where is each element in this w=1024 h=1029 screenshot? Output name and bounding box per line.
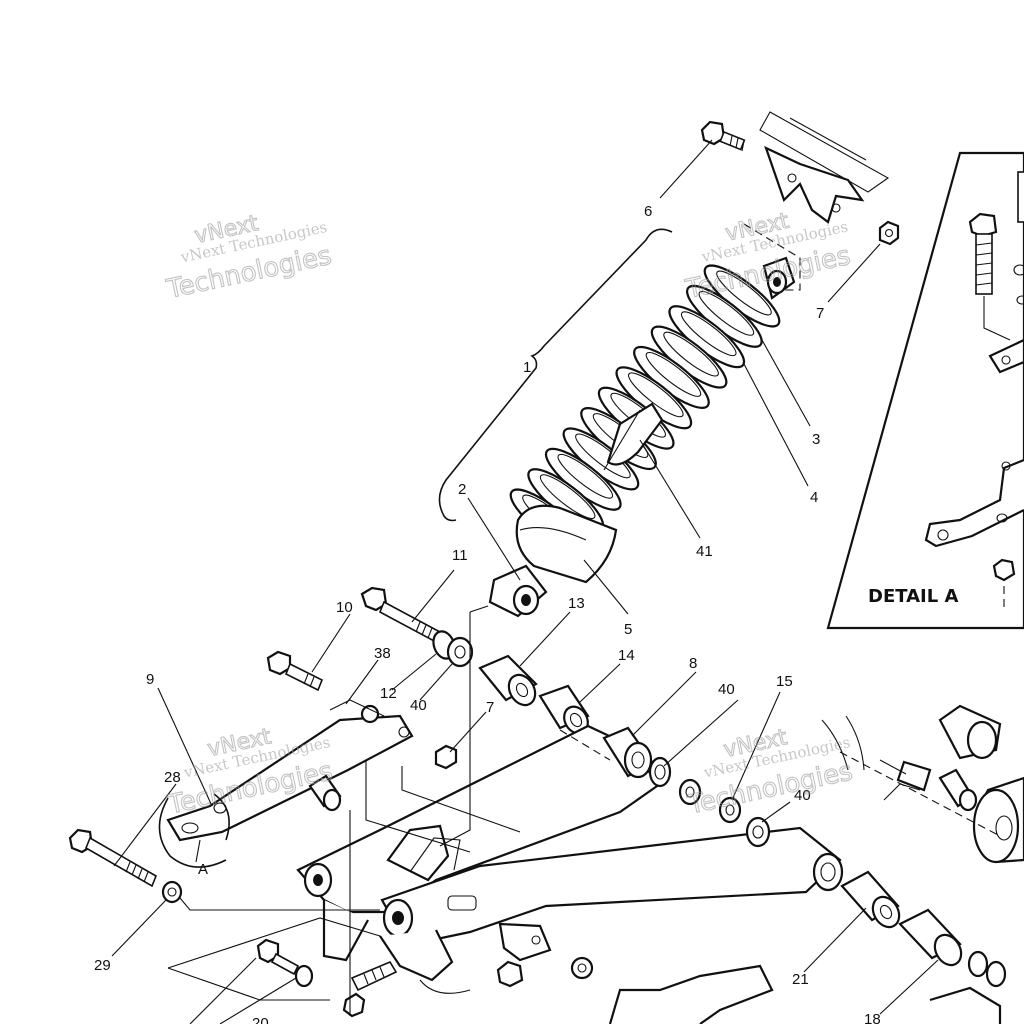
washer-29: [161, 880, 183, 904]
bushing-40-right: [745, 816, 771, 848]
spring-coil-inner: [557, 453, 614, 499]
callout-10: 10: [336, 599, 353, 616]
watermark-bottom-right: vNext vNext Technologies Technologies: [684, 725, 856, 822]
washer-bottom: [570, 956, 594, 980]
link-arm-left: [166, 699, 414, 842]
nut-bottom: [496, 960, 524, 988]
watermark-top-left: vNext vNext Technologies Technologies: [163, 211, 335, 306]
detail-a-panel: DETAIL A: [826, 151, 1024, 630]
callout-20: 20: [252, 1015, 269, 1024]
callout-7-upper: 7: [816, 305, 824, 322]
callout-6: 6: [644, 203, 652, 220]
washer-15a: [678, 778, 702, 806]
callout-8: 8: [689, 655, 697, 672]
right-hub-assembly: [821, 704, 1024, 1024]
spacer-14: [538, 684, 590, 735]
callout-7-lower: 7: [486, 699, 494, 716]
detail-a-circle-marker: [158, 797, 227, 868]
bottom-bolt-center: [342, 960, 398, 1018]
spacer-21: [840, 870, 901, 929]
callout-40-right: 40: [794, 787, 811, 804]
callout-leaders: [111, 139, 939, 1025]
spacer-18: [898, 908, 963, 967]
callout-1-bracket: [438, 228, 673, 522]
callout-4: 4: [810, 489, 818, 506]
callout-1: 1: [523, 359, 531, 376]
callout-41: 41: [696, 543, 713, 560]
callout-13: 13: [568, 595, 585, 612]
callout-29: 29: [94, 957, 111, 974]
bushing-40-left: [446, 636, 474, 668]
callout-18: 18: [864, 1011, 881, 1024]
mount-brackets: [322, 824, 552, 994]
callout-40-left: 40: [410, 697, 427, 714]
bolt-10: [266, 650, 324, 692]
spacer-left-arm: [308, 774, 342, 812]
callout-11: 11: [452, 547, 468, 564]
spring-coil-inner: [663, 331, 719, 377]
spring-coil-inner: [716, 270, 772, 316]
callout-9: 9: [146, 671, 154, 688]
callout-21: 21: [792, 971, 809, 988]
spring-coil-inner: [539, 474, 596, 520]
spring-coil-inner: [698, 290, 755, 336]
shock-absorber-assembly: [488, 256, 796, 618]
callout-40-mid: 40: [718, 681, 735, 698]
spring-coil-inner: [628, 372, 684, 418]
callout-14: 14: [618, 647, 635, 664]
bolt-20: [256, 938, 300, 976]
callout-3: 3: [812, 431, 820, 448]
callout-2: 2: [458, 481, 466, 498]
bolt-6: [700, 120, 746, 152]
spring-coil-inner: [680, 311, 737, 357]
spacer-13: [478, 654, 538, 707]
bolt-11: [360, 586, 442, 644]
detail-bolt: [968, 171, 1024, 341]
callout-38: 38: [374, 645, 391, 662]
spring-coil-inner: [575, 433, 631, 479]
detail-a-title: DETAIL A: [868, 586, 958, 607]
detail-a-ref: A: [198, 861, 208, 878]
detail-bracket: [924, 264, 1024, 612]
callout-12: 12: [380, 685, 397, 702]
spring-coil-inner: [645, 352, 702, 397]
nut-7-upper: [878, 220, 900, 246]
callout-5: 5: [624, 621, 632, 638]
washer-15b: [718, 796, 742, 824]
callout-28: 28: [164, 769, 181, 786]
upper-frame-mount: [759, 111, 890, 224]
bushing-40-mid: [648, 756, 672, 788]
bolt-28: [68, 828, 158, 888]
callout-15: 15: [776, 673, 793, 690]
